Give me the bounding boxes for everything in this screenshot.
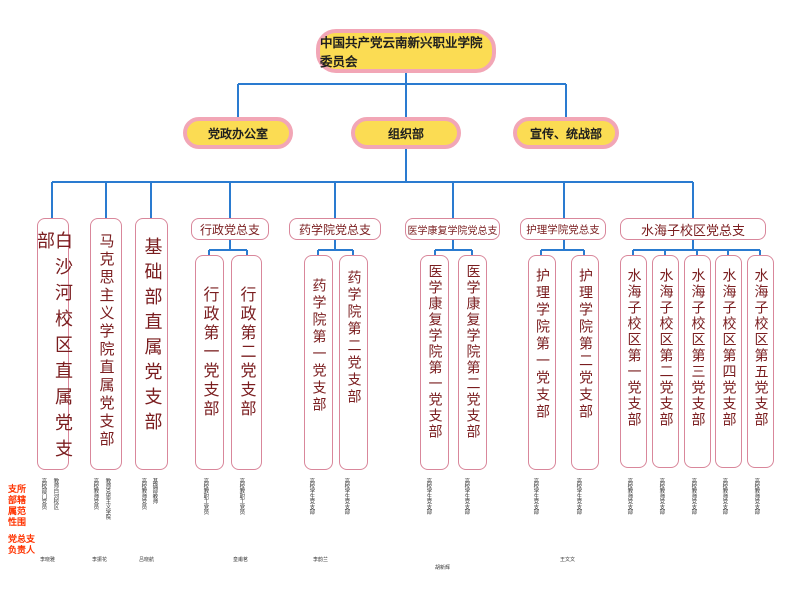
note-text: 高校教师党员 — [92, 478, 99, 510]
shuihaizi-first-branch-node: 水海子校区第一党支部 — [620, 255, 647, 468]
note-text: 高校教师党支部 — [626, 478, 633, 515]
party-committee-title: 中国共产党云南新兴职业学院委员会 — [316, 29, 496, 73]
nursing-second-branch-node: 护理学院第二党支部 — [571, 255, 599, 470]
responsible-person: 皇甫茗 — [233, 557, 249, 563]
legend-line: 党总支 — [8, 535, 36, 545]
note-text: 高校教职工党员 — [202, 478, 209, 515]
pharmacy-second-branch-node: 药学院第二党支部 — [339, 255, 368, 470]
note-text: 高校学生党支部 — [463, 478, 470, 515]
organization-node: 组织部 — [351, 117, 461, 149]
legend-line: 支所 — [8, 485, 27, 495]
note-text: 高校教师党支部 — [658, 478, 665, 515]
admin-first-branch-node: 行政第一党支部 — [195, 255, 224, 470]
note-text: 高校学生党支部 — [575, 478, 582, 515]
note-text: 高校学生党支部 — [343, 478, 350, 515]
note-text: 基础部教师 — [151, 478, 158, 505]
legend-line: 属范 — [8, 507, 27, 517]
rehab-first-branch-node: 医学康复学院第一党支部 — [420, 255, 449, 470]
note-text: 教师克思主义学院 — [104, 478, 111, 520]
responsible-person: 李韵兰 — [313, 557, 329, 563]
rehab-second-branch-node: 医学康复学院第二党支部 — [458, 255, 487, 470]
note-text: 高校教师党支部 — [753, 478, 760, 515]
basic-branch-node: 基础部直属党支部 — [135, 218, 168, 470]
responsible-person: 胡新辉 — [435, 565, 451, 571]
note-text: 高校学生党支部 — [532, 478, 539, 515]
admin-second-branch-node: 行政第二党支部 — [231, 255, 262, 470]
note-text: 高校教职工党员 — [238, 478, 245, 515]
shuihaizi-fourth-branch-node: 水海子校区第四党支部 — [715, 255, 742, 468]
responsible-person: 王文文 — [560, 557, 576, 563]
nursing-first-branch-node: 护理学院第一党支部 — [528, 255, 556, 470]
shuihaizi-general-node: 水海子校区党总支 — [620, 218, 766, 240]
publicity-node: 宣传、统战部 — [513, 117, 619, 149]
legend-line: 负责人 — [8, 546, 36, 556]
rehab-general-node: 医学康复学院党总支 — [405, 218, 500, 240]
shuihaizi-third-branch-node: 水海子校区第三党支部 — [684, 255, 711, 468]
shuihaizi-second-branch-node: 水海子校区第二党支部 — [652, 255, 679, 468]
nursing-general-node: 护理学院党总支 — [520, 218, 606, 240]
marx-branch-node: 马克思主义学院直属党支部 — [90, 218, 122, 470]
note-text: 高校学生党支部 — [308, 478, 315, 515]
legend: 支所 部辖 属范 性围 党总支 负责人 — [8, 485, 35, 557]
office-node: 党政办公室 — [183, 117, 293, 149]
responsible-person: 吕晓航 — [139, 557, 155, 563]
pharmacy-general-node: 药学院党总支 — [289, 218, 381, 240]
note-text: 高校部门党员 — [40, 478, 47, 510]
responsible-person: 李晓雅 — [40, 557, 56, 563]
baisha-branch-node: 白沙河校区直属党支部 — [34, 218, 73, 470]
note-text: 高校学生党支部 — [425, 478, 432, 515]
responsible-person: 李振花 — [92, 557, 108, 563]
note-text: 教师白河校区 — [52, 478, 59, 510]
note-text: 高校教师党支部 — [690, 478, 697, 515]
legend-line: 性围 — [8, 518, 27, 528]
shuihaizi-fifth-branch-node: 水海子校区第五党支部 — [747, 255, 774, 468]
legend-line: 部辖 — [8, 496, 27, 506]
admin-general-node: 行政党总支 — [191, 218, 269, 240]
note-text: 高校教师党支部 — [721, 478, 728, 515]
note-text: 高校教师党员 — [140, 478, 147, 510]
pharmacy-first-branch-node: 药学院第一党支部 — [304, 255, 333, 470]
